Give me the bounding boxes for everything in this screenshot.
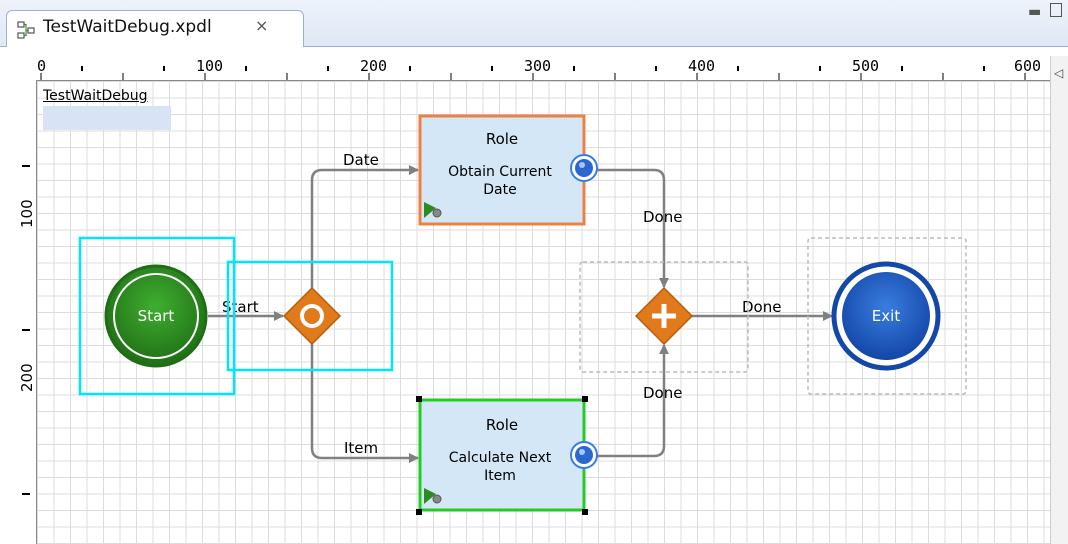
task-role: Role xyxy=(486,416,518,434)
process-file-icon xyxy=(17,21,35,39)
maximize-icon[interactable] xyxy=(1050,3,1062,17)
intermediate-event-icon[interactable] xyxy=(570,154,598,182)
ruler-label: 200 xyxy=(18,363,36,392)
tab-title: TestWaitDebug.xpdl xyxy=(43,17,212,37)
ruler-label: 600 xyxy=(1014,57,1042,75)
connection-label-start: Start xyxy=(222,298,259,316)
connection-label-done-exit: Done xyxy=(742,298,781,316)
script-task-icon xyxy=(424,202,442,218)
side-panel-strip: ◁ xyxy=(1050,56,1068,544)
task-name-line1: Calculate Next xyxy=(449,450,552,466)
ruler-label: 500 xyxy=(852,57,880,75)
ruler-label: 0 xyxy=(37,57,47,75)
vertical-ruler: 100 200 xyxy=(0,80,37,544)
horizontal-ruler: 0 100 200 300 400 500 600 xyxy=(36,56,1050,81)
minimize-icon[interactable]: ▬ xyxy=(1028,4,1042,20)
diagram-title[interactable]: TestWaitDebug xyxy=(43,88,148,104)
start-selection-box xyxy=(78,236,236,396)
exit-label: Exit xyxy=(872,307,901,325)
ruler-label: 100 xyxy=(196,57,224,75)
editor-tab-bar: TestWaitDebug.xpdl × ▬ xyxy=(0,0,1068,47)
exit-selection-outline xyxy=(807,237,967,395)
connection-label-done-bottom: Done xyxy=(643,384,682,402)
connection-date[interactable] xyxy=(310,165,419,292)
script-task-icon xyxy=(424,488,442,504)
task-name-line1: Obtain Current xyxy=(448,164,552,180)
connection-done-bottom[interactable] xyxy=(596,344,669,458)
start-label: Start xyxy=(138,307,175,325)
gateway-selection-box xyxy=(226,260,394,372)
collapse-arrow-icon[interactable]: ◁ xyxy=(1054,66,1064,80)
exclusive-gateway[interactable] xyxy=(282,286,342,346)
task-calculate-next-item[interactable]: Role Calculate Next Item xyxy=(416,396,598,515)
horizontal-ruler-ticks xyxy=(40,66,1026,80)
exit-event[interactable]: Exit xyxy=(831,261,941,371)
editor-tab[interactable]: TestWaitDebug.xpdl × xyxy=(6,10,304,47)
parallel-gateway[interactable] xyxy=(634,286,694,346)
ruler-label: 400 xyxy=(688,57,716,75)
connection-done-top[interactable] xyxy=(596,168,669,288)
vertical-ruler-ticks: 100 200 xyxy=(18,165,36,495)
ruler-corner xyxy=(0,56,36,80)
start-event[interactable]: Start xyxy=(104,264,208,368)
task-obtain-current-date[interactable]: Role Obtain Current Date xyxy=(418,114,598,226)
close-tab-icon[interactable]: × xyxy=(255,16,269,35)
ruler-label: 200 xyxy=(360,57,388,75)
ruler-label: 100 xyxy=(18,199,36,228)
connection-label-date: Date xyxy=(343,151,379,169)
task-name-line2: Item xyxy=(484,468,516,484)
task-name-line2: Date xyxy=(483,182,516,198)
connection-label-item: Item xyxy=(344,439,378,457)
join-selection-outline xyxy=(579,261,749,373)
connection-label-done-top: Done xyxy=(643,208,682,226)
gateway-plus-icon xyxy=(652,304,676,328)
connection-item[interactable] xyxy=(310,342,419,463)
intermediate-event-icon[interactable] xyxy=(570,441,598,469)
gateway-circle-icon xyxy=(300,304,324,328)
task-role: Role xyxy=(486,130,518,148)
diagram-title-highlight xyxy=(43,106,171,130)
task-selection-handles[interactable] xyxy=(416,396,588,515)
ruler-label: 300 xyxy=(524,57,552,75)
